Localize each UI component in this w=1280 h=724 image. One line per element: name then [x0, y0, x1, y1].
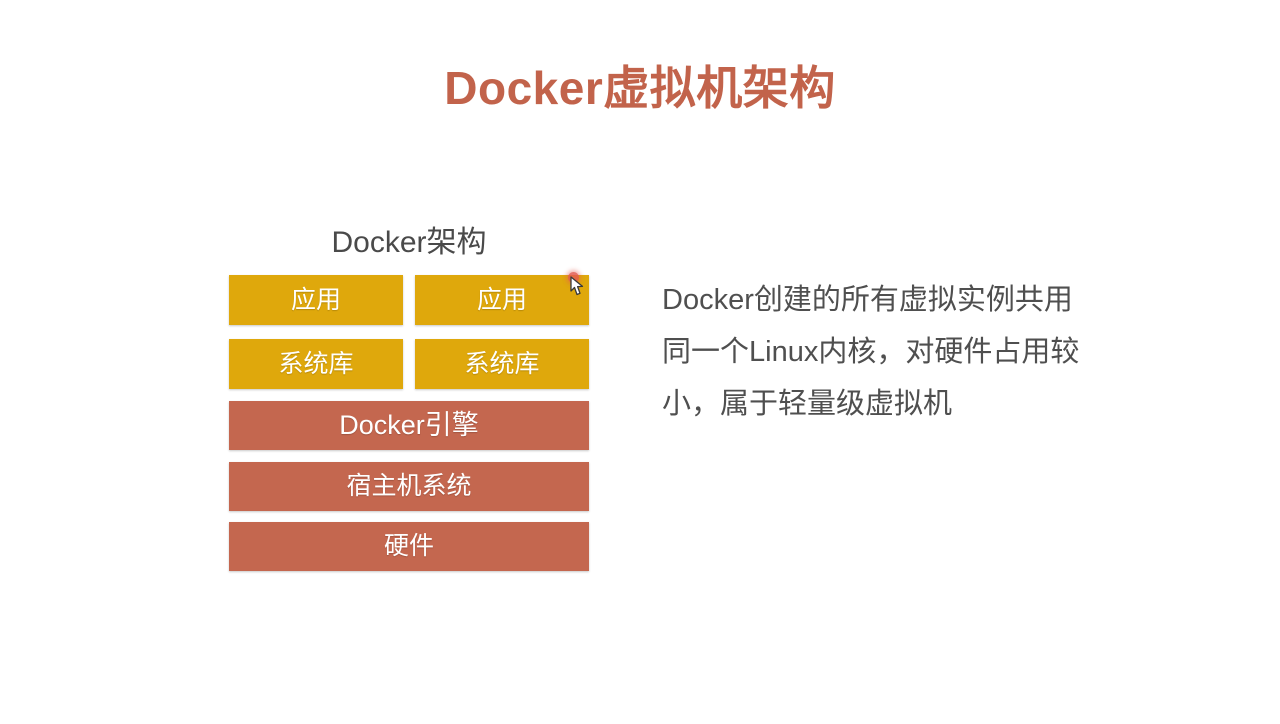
- layer-system-library-left[interactable]: 系统库: [229, 339, 403, 389]
- description-line: Docker创建的所有虚拟实例共用: [662, 284, 1073, 316]
- layer-label: 应用: [476, 285, 527, 314]
- layer-label: 应用: [290, 285, 341, 314]
- layer-label: 宿主机系统: [346, 472, 472, 500]
- layer-system-library-right[interactable]: 系统库: [415, 339, 589, 389]
- system-library-row: 系统库 系统库: [229, 339, 589, 389]
- description-line: 小，属于轻量级虚拟机: [662, 388, 953, 420]
- docker-architecture-diagram: Docker架构 应用 应用 系统库 系统库 Do: [229, 225, 589, 571]
- description-line: 同一个Linux内核，对硬件占用较: [662, 336, 1080, 368]
- page-title: Docker虚拟机架构: [444, 62, 836, 114]
- layer-application-left[interactable]: 应用: [229, 275, 403, 325]
- diagram-caption: Docker架构: [331, 226, 487, 259]
- layer-hardware[interactable]: 硬件: [229, 522, 589, 571]
- architecture-stack: 应用 应用 系统库 系统库 Docker引擎: [229, 275, 589, 571]
- host-os-row: 宿主机系统: [229, 462, 589, 511]
- layer-label: 硬件: [383, 532, 434, 560]
- hardware-row: 硬件: [229, 522, 589, 571]
- layer-label: 系统库: [464, 349, 540, 378]
- layer-docker-engine[interactable]: Docker引擎: [229, 401, 589, 450]
- layer-label: 系统库: [278, 349, 354, 378]
- docker-engine-row: Docker引擎: [229, 401, 589, 450]
- layer-host-os[interactable]: 宿主机系统: [229, 462, 589, 511]
- description-text-block: Docker创建的所有虚拟实例共用 同一个Linux内核，对硬件占用较 小，属于…: [662, 274, 1144, 430]
- layer-label: Docker引擎: [339, 410, 479, 440]
- application-row: 应用 应用: [229, 275, 589, 325]
- layer-application-right[interactable]: 应用: [415, 275, 589, 325]
